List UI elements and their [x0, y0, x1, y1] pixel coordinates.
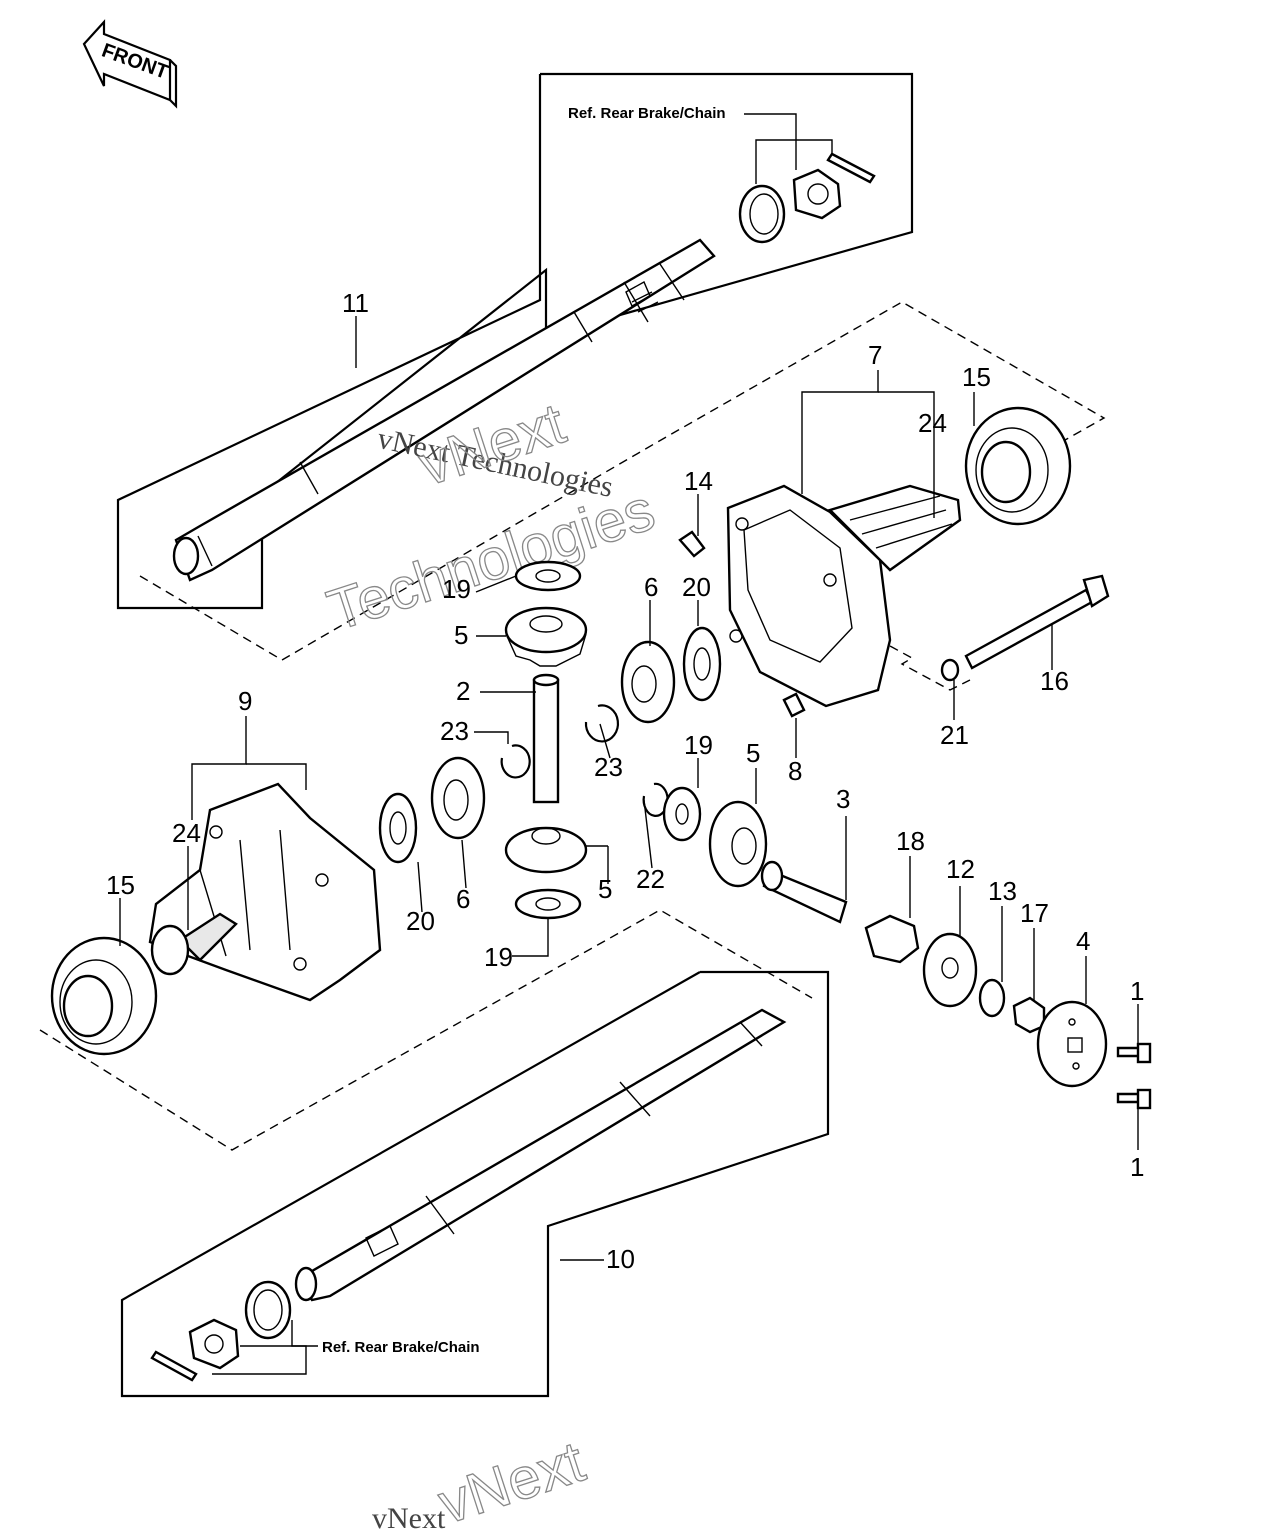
right-hub-housing: [726, 484, 962, 708]
callout-4: 4: [1076, 926, 1090, 956]
grease-nipple: [678, 530, 706, 558]
side-gear-6-left: [430, 756, 486, 840]
leader-lines: [119, 316, 1139, 1261]
watermark-bottom2: vNext: [431, 1429, 592, 1536]
callout-11: 11: [342, 288, 369, 318]
ref-label-lower: Ref. Rear Brake/Chain: [322, 1339, 480, 1356]
callout-15-right: 15: [962, 362, 991, 392]
washer-21: [940, 658, 960, 682]
long-bolt: [964, 574, 1110, 670]
upper-axle-shaft: [172, 238, 716, 582]
callout-9: 9: [238, 686, 252, 716]
callout-7: 7: [868, 340, 882, 370]
lock-washer-13: [978, 978, 1006, 1018]
callout-19-top: 19: [442, 574, 471, 604]
circlip-23-right: [584, 704, 620, 743]
right-bearing: [964, 406, 1072, 526]
callout-19-bottom: 19: [484, 942, 513, 972]
left-hub-housing: [148, 782, 382, 1002]
lower-cotter-pin: [150, 1350, 198, 1382]
bushing-8: [782, 692, 806, 718]
callout-5-right: 5: [746, 738, 760, 768]
callout-13: 13: [988, 876, 1017, 906]
callout-10: 10: [606, 1244, 635, 1274]
circlip-23-left: [500, 744, 531, 779]
callout-18: 18: [896, 826, 925, 856]
pinion-shaft: [532, 673, 560, 804]
washer-20-left: [378, 792, 418, 864]
callout-23-right: 23: [594, 752, 623, 782]
threaded-stud: [760, 860, 848, 924]
upper-hardware: [738, 152, 876, 244]
nut-17: [1012, 996, 1046, 1034]
cover-plate-4: [1036, 1000, 1108, 1088]
lower-spacer-ring: [244, 1280, 292, 1340]
upper-spacer-ring: [738, 184, 786, 244]
nut-18: [864, 914, 920, 964]
watermark-line3: Technologies: [320, 477, 662, 643]
washer-19-bottom: [514, 888, 582, 920]
bolt-1-top: [1116, 1042, 1152, 1064]
lower-castle-nut: [188, 1318, 240, 1370]
left-bearing: [50, 936, 158, 1056]
callout-16: 16: [1040, 666, 1069, 696]
callout-24-right: 24: [918, 408, 947, 438]
bevel-gear-5-bottom: [504, 826, 588, 874]
callout-22: 22: [636, 864, 665, 894]
callout-23-left: 23: [440, 716, 469, 746]
lower-dashed-outline: [39, 909, 813, 1151]
callout-15-left: 15: [106, 870, 135, 900]
callout-8: 8: [788, 756, 802, 786]
ref-label-upper: Ref. Rear Brake/Chain: [568, 105, 726, 122]
bevel-gear-5-right: [708, 800, 768, 888]
upper-cotter-pin: [826, 152, 876, 184]
callout-19-right: 19: [684, 730, 713, 760]
callout-14: 14: [684, 466, 713, 496]
bolt-1-bottom: [1116, 1088, 1152, 1110]
callout-numbers: 11 7 15 24 14 19 6 20 5 16 2 9 23 21 19 …: [106, 288, 1144, 1274]
callout-1-bottom: 1: [1130, 1152, 1144, 1182]
callout-5-bottom: 5: [598, 874, 612, 904]
callout-2: 2: [456, 676, 470, 706]
callout-1-top: 1: [1130, 976, 1144, 1006]
callout-3: 3: [836, 784, 850, 814]
callout-12: 12: [946, 854, 975, 884]
washer-20-right: [682, 626, 722, 702]
callout-5-top: 5: [454, 620, 468, 650]
watermark-bottom1: vNext: [372, 1502, 446, 1535]
washer-19-right: [662, 786, 702, 842]
lock-plate-12: [922, 932, 978, 1008]
lower-axle-shaft: [294, 1008, 787, 1302]
callout-6-left: 6: [456, 884, 470, 914]
callout-20-right: 20: [682, 572, 711, 602]
upper-castle-nut: [792, 168, 842, 220]
side-gear-6-right: [620, 640, 676, 724]
upper-dashed-outline: [139, 301, 1106, 661]
callout-24-left: 24: [172, 818, 201, 848]
lower-group-box: [120, 970, 830, 1398]
callout-21: 21: [940, 720, 969, 750]
bevel-gear-5-top: [504, 606, 588, 667]
callout-17: 17: [1020, 898, 1049, 928]
front-arrow-icon: FRONT: [82, 19, 178, 109]
callout-6-right: 6: [644, 572, 658, 602]
callout-20-left: 20: [406, 906, 435, 936]
washer-19-top: [514, 560, 582, 592]
